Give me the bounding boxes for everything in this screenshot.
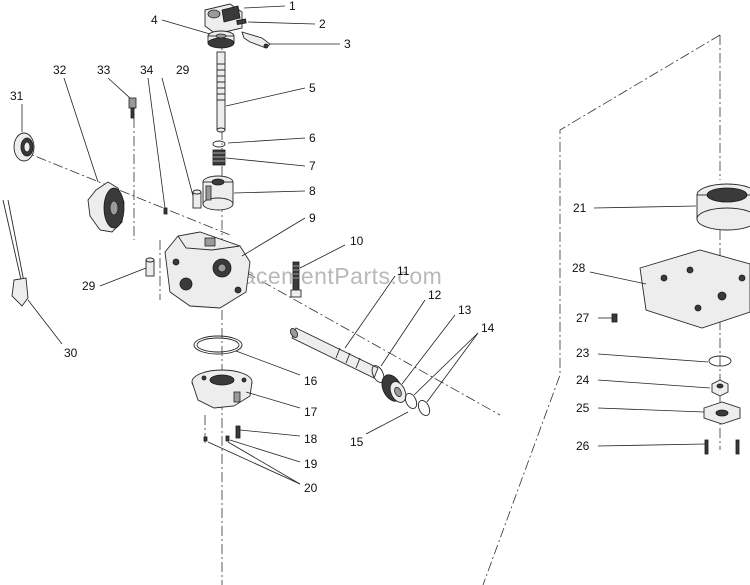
part-28-gasket [639,249,750,329]
callout-2: 2 [319,17,326,31]
part-19-pin [225,435,230,442]
part-29-dowel-lower [145,257,155,277]
part-33-fitting [128,97,137,119]
part-21-bearing [696,183,750,231]
callout-19: 19 [304,457,318,471]
callout-8: 8 [309,184,316,198]
callout-11: 11 [397,264,410,278]
leader-lines [21,5,711,485]
callout-25: 25 [576,401,590,415]
part-31-bearing [13,132,35,162]
part-1-actuator [204,3,243,35]
callout-26: 26 [576,439,590,453]
part-34-pin [163,207,168,215]
callout-21: 21 [573,201,587,215]
part-25-flange [703,401,741,425]
part-10-bolt [290,261,302,298]
part-4-bearing [207,30,235,49]
callout-15: 15 [350,435,364,449]
callout-29-upper: 29 [176,63,190,77]
callout-29-lower: 29 [82,279,96,293]
part-17-lower-housing [191,369,253,409]
callout-7: 7 [309,159,316,173]
part-13-gear [381,374,407,403]
callout-16: 16 [304,374,318,388]
callout-17: 17 [304,405,318,419]
callout-1: 1 [289,0,296,13]
part-2-pin [236,18,247,25]
callout-12: 12 [428,288,442,302]
callout-labels: 1 2 3 4 5 6 7 8 9 10 11 12 13 14 15 16 1… [10,0,590,495]
part-24-nut [711,379,729,397]
callout-27: 27 [576,311,590,325]
part-32-pulley [87,181,125,233]
callout-6: 6 [309,131,316,145]
part-23-o-ring [708,355,732,367]
callout-34: 34 [140,63,154,77]
part-18-screw [235,425,241,439]
center-lines [19,34,721,585]
callout-9: 9 [309,211,316,225]
part-20-pins [203,436,208,442]
part-14-washers [404,392,431,417]
part-29-dowel-upper [192,189,202,209]
callout-24: 24 [576,373,590,387]
callout-5: 5 [309,81,316,95]
part-7-spring [212,149,226,166]
part-5-shaft [216,51,226,133]
callout-30: 30 [64,346,78,360]
callout-18: 18 [304,432,318,446]
part-16-o-ring [193,335,243,355]
part-3-lever [241,31,271,49]
callout-3: 3 [344,37,351,51]
callout-13: 13 [458,303,472,317]
callout-31: 31 [10,89,24,103]
callout-23: 23 [576,346,590,360]
part-30-lever-arm [2,199,29,307]
part-9-housing [164,231,251,309]
callout-10: 10 [350,234,364,248]
callout-28: 28 [572,261,586,275]
part-26-bolts [704,439,740,455]
part-8-piston-block [202,175,234,211]
part-11-output-shaft [289,327,379,379]
callout-20: 20 [304,481,318,495]
callout-4: 4 [151,13,158,27]
callout-32: 32 [53,63,67,77]
callout-33: 33 [97,63,111,77]
part-27-screw [611,313,618,323]
callout-14: 14 [481,321,495,335]
part-6-ring [212,140,226,148]
